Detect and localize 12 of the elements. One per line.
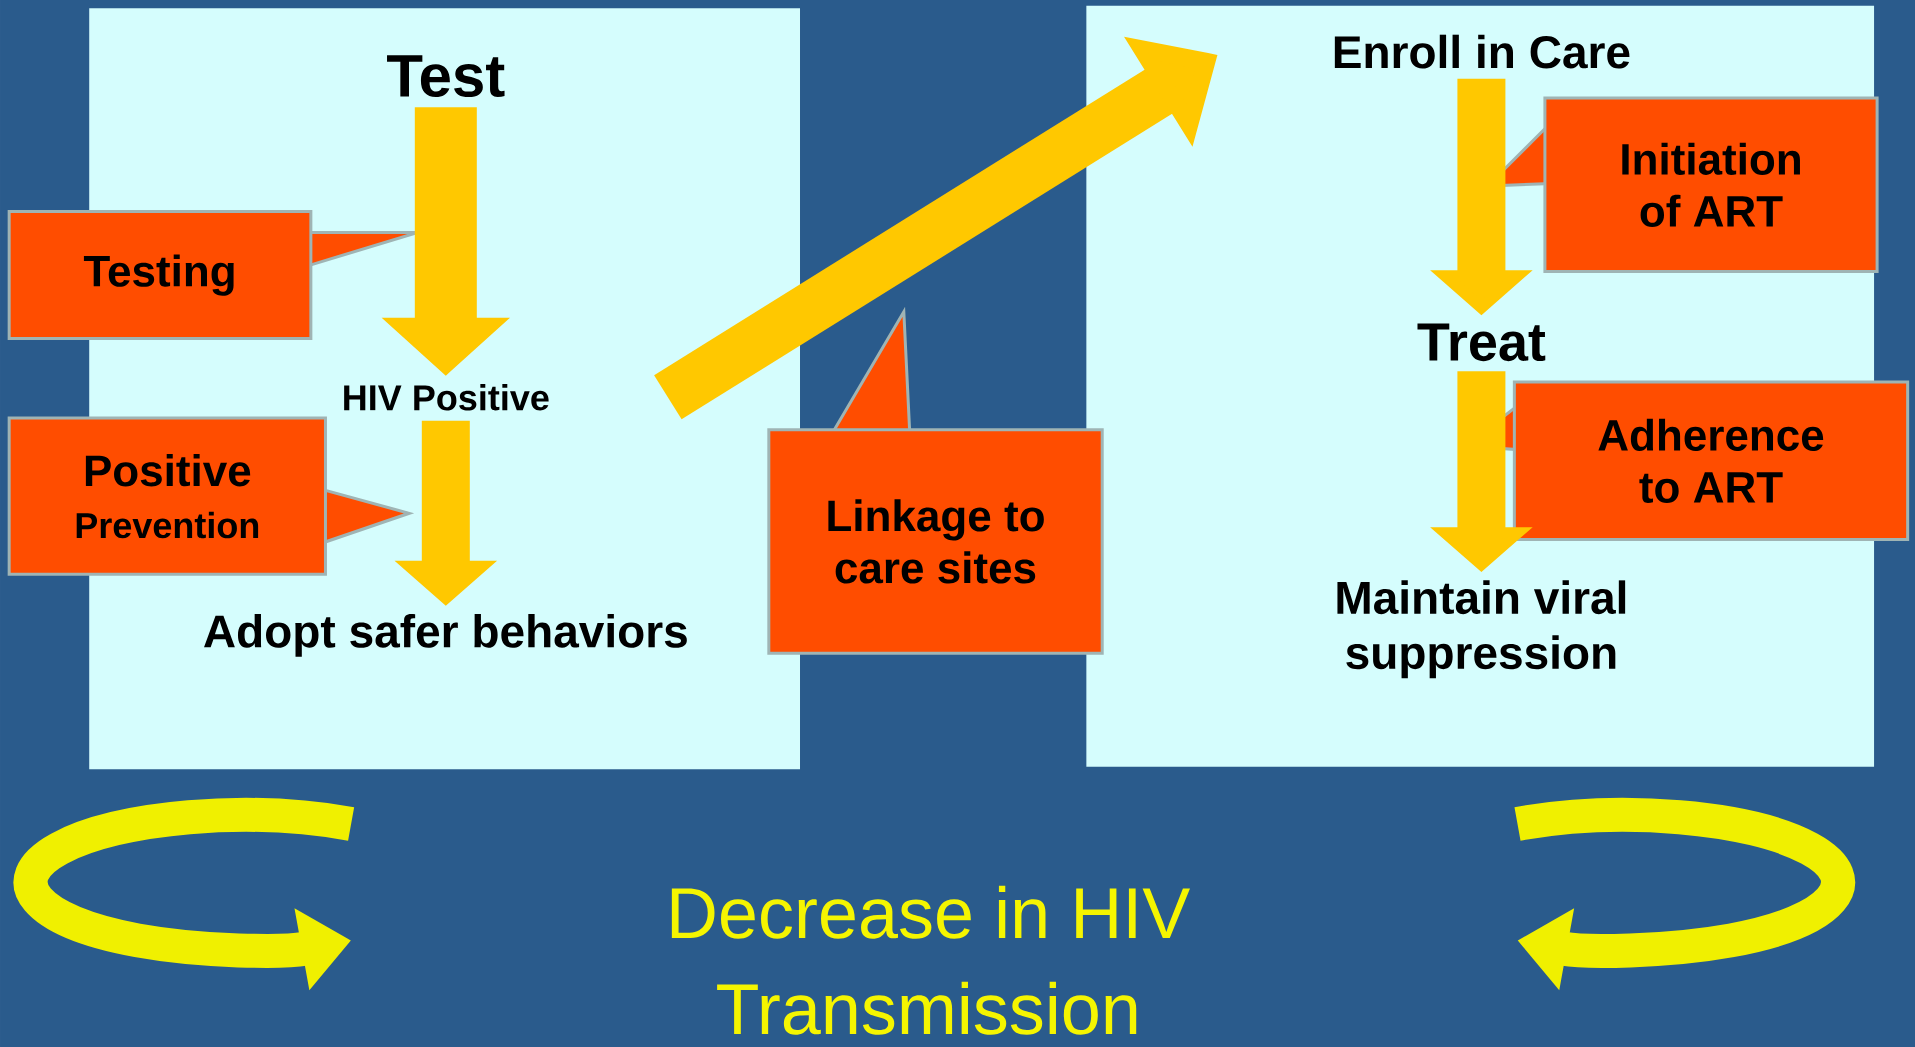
step-label: Test <box>387 55 505 97</box>
step-label: Maintain viral suppression <box>1337 580 1626 679</box>
caption-text: Decrease in HIV Transmission <box>671 885 1190 1035</box>
step-label: Treat <box>1417 323 1546 362</box>
step-label: Adopt safer behaviors <box>204 613 687 657</box>
callout-box: Positive Prevention <box>7 416 415 576</box>
callout-box: Adherence to ART <box>1461 380 1910 542</box>
callout-box: Initiation of ART <box>1483 96 1879 273</box>
callout-box: Linkage to care sites <box>767 306 1104 655</box>
callout-box: Testing <box>7 210 428 341</box>
step-label: Enroll in Care <box>1334 34 1630 69</box>
step-label: HIV Positive <box>344 384 549 411</box>
